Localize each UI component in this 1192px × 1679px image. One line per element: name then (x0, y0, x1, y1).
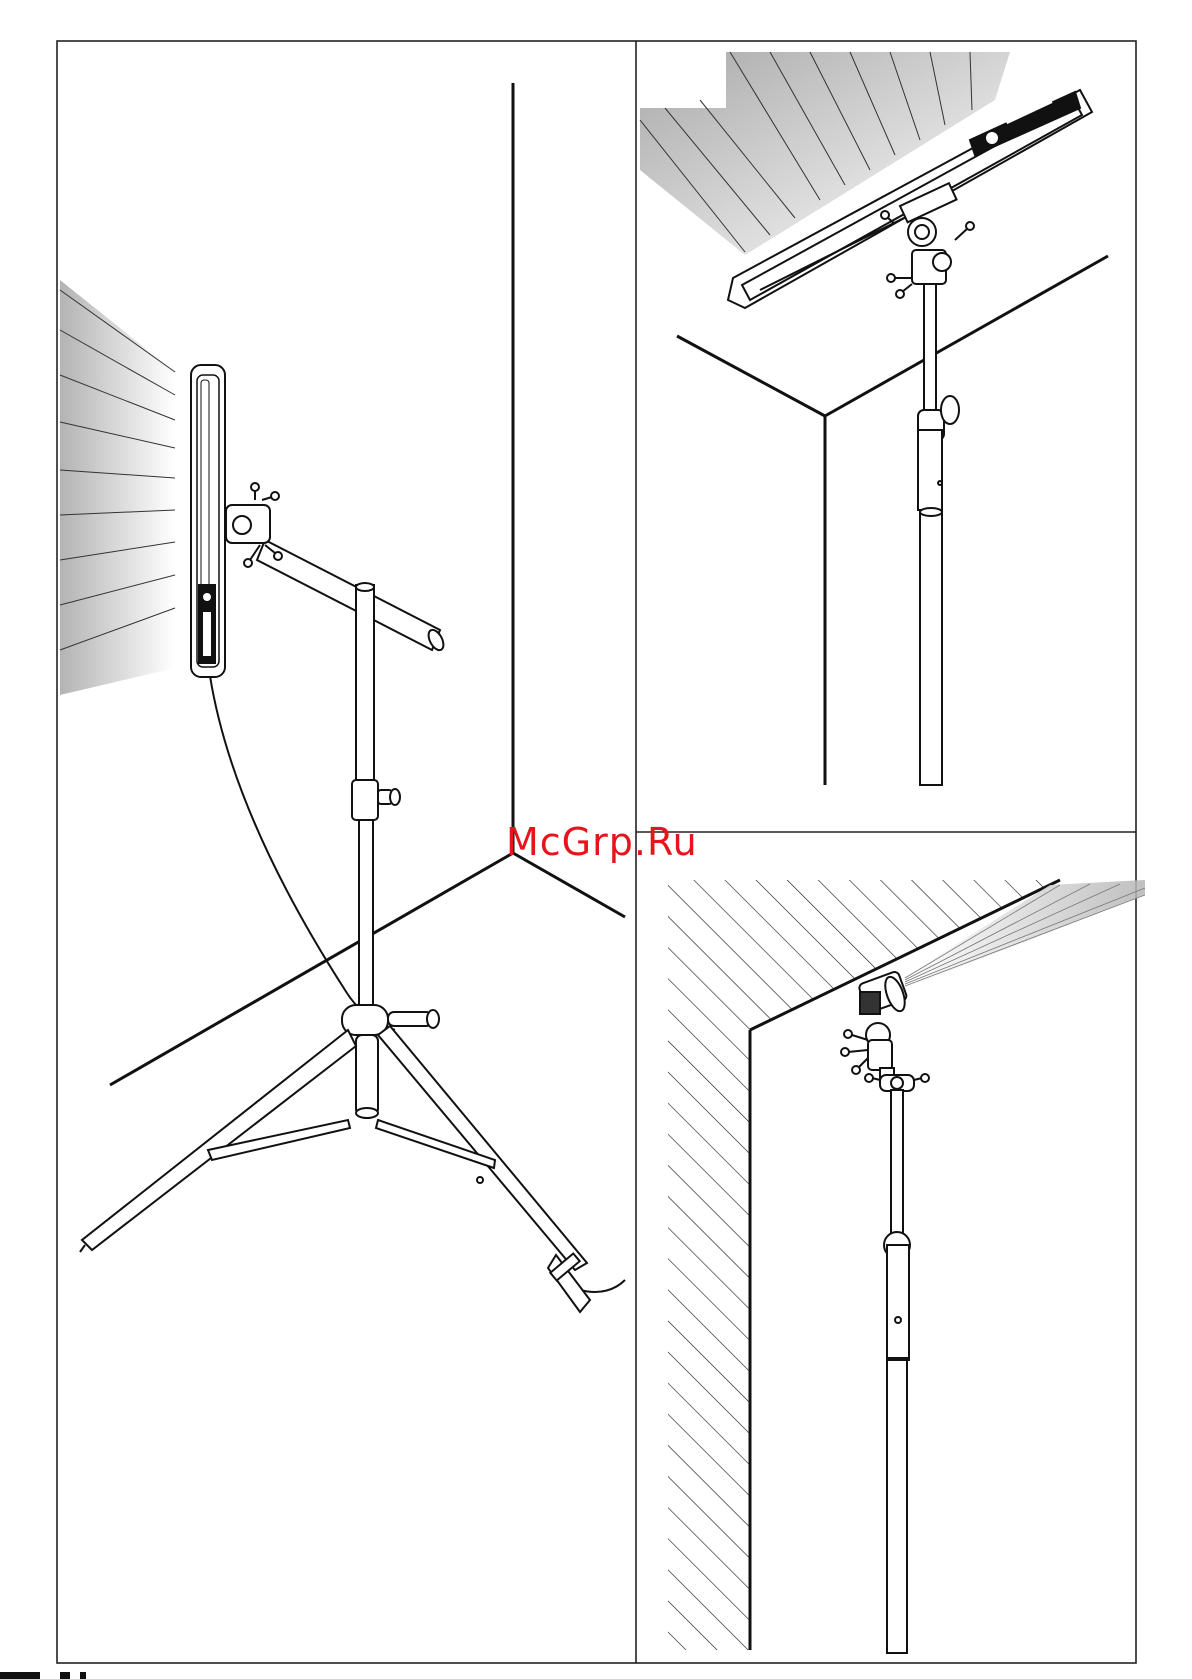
footer-bar (0, 1672, 40, 1679)
panel-ceiling-corner-illumination (640, 52, 1108, 785)
footer-bar-3 (80, 1672, 86, 1679)
lamp-icon (191, 365, 225, 677)
lamp-icon (841, 971, 909, 1074)
room-corner-lines (677, 256, 1108, 785)
telescopic-pole-icon (865, 1068, 929, 1653)
watermark-text: McGrp.Ru (506, 820, 698, 864)
light-rays-icon (60, 280, 175, 695)
footer-bar-2 (60, 1672, 70, 1679)
panel-tripod-wall-illumination (60, 83, 625, 1312)
telescopic-pole-icon (881, 183, 974, 785)
boom-arm (226, 483, 446, 653)
panel-ceiling-wall-side-illumination (668, 880, 1145, 1653)
light-rays-icon (640, 52, 1010, 255)
